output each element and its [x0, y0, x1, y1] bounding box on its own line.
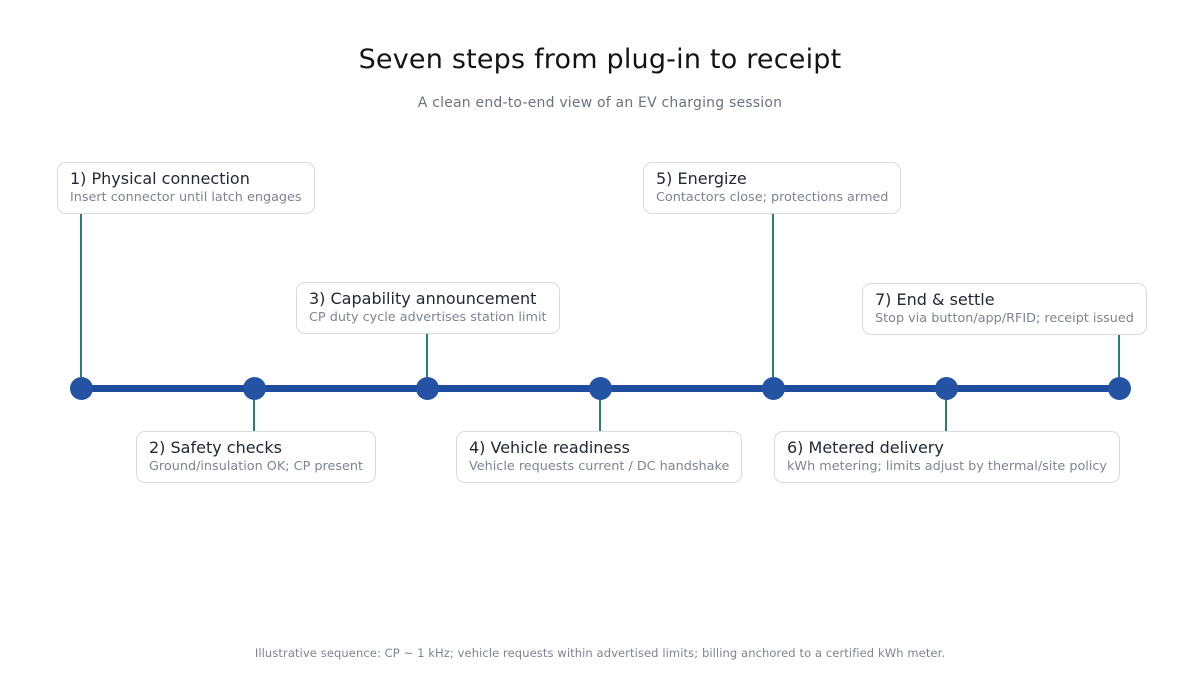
step-description: Ground/insulation OK; CP present [149, 459, 364, 475]
connector-step-6 [945, 399, 947, 431]
timeline-node-7 [1107, 376, 1131, 400]
step-label: 2) Safety checks [149, 438, 282, 457]
timeline-node-2 [242, 376, 266, 400]
step-label: 3) Capability announcement [309, 289, 537, 308]
connector-step-7 [1118, 332, 1120, 377]
step-description: Contactors close; protections armed [656, 190, 889, 206]
timeline-node-5 [761, 376, 785, 400]
step-description: kWh metering; limits adjust by thermal/s… [787, 459, 1107, 475]
connector-step-5 [772, 211, 774, 377]
step-box-3: 3) Capability announcement CP duty cycle… [296, 282, 560, 335]
step-label: 7) End & settle [875, 290, 995, 309]
connector-step-1 [80, 211, 82, 377]
step-description: Vehicle requests current / DC handshake [469, 459, 730, 475]
step-label: 1) Physical connection [70, 169, 250, 188]
step-description: Stop via button/app/RFID; receipt issued [875, 311, 1134, 327]
step-description: Insert connector until latch engages [70, 190, 302, 206]
timeline-node-1 [69, 376, 93, 400]
footer-caption: Illustrative sequence: CP ~ 1 kHz; vehic… [254, 646, 946, 660]
step-description: CP duty cycle advertises station limit [309, 310, 547, 326]
step-label: 6) Metered delivery [787, 438, 944, 457]
connector-step-4 [599, 399, 601, 431]
timeline-node-6 [934, 376, 958, 400]
timeline-node-4 [588, 376, 612, 400]
step-box-4: 4) Vehicle readiness Vehicle requests cu… [456, 431, 743, 484]
connector-step-3 [426, 331, 428, 377]
step-box-7: 7) End & settle Stop via button/app/RFID… [862, 283, 1147, 336]
page-subtitle: A clean end-to-end view of an EV chargin… [417, 95, 783, 111]
connector-step-2 [253, 399, 255, 431]
step-box-6: 6) Metered delivery kWh metering; limits… [774, 431, 1120, 484]
page-title: Seven steps from plug-in to receipt [358, 44, 842, 75]
timeline-node-3 [415, 376, 439, 400]
step-box-2: 2) Safety checks Ground/insulation OK; C… [136, 431, 377, 484]
step-box-1: 1) Physical connection Insert connector … [57, 162, 315, 215]
step-label: 4) Vehicle readiness [469, 438, 630, 457]
step-box-5: 5) Energize Contactors close; protection… [643, 162, 902, 215]
step-label: 5) Energize [656, 169, 747, 188]
